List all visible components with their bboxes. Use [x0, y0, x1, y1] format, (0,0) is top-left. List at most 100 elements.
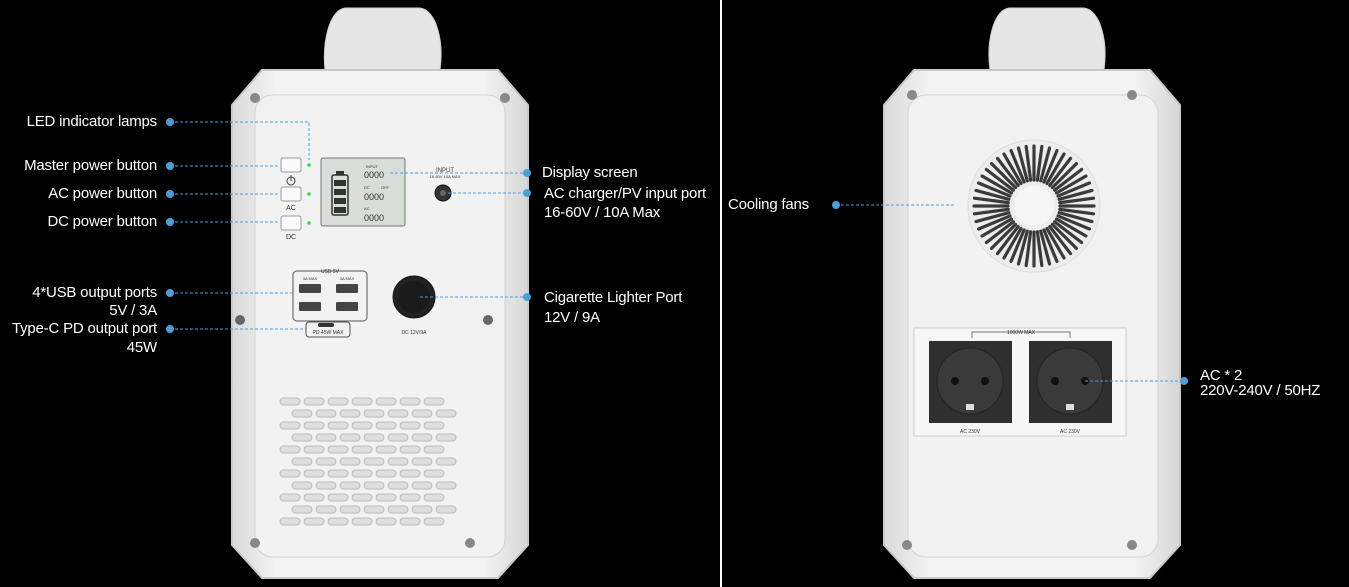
vent-slot [399, 469, 421, 478]
vent-slot [351, 421, 373, 430]
fan-slot [1056, 181, 1092, 198]
fan-slot [1016, 146, 1029, 183]
fan-slot [984, 167, 1015, 192]
vent-slot [291, 409, 313, 418]
vent-slot [435, 409, 457, 418]
vent-slot [315, 457, 337, 466]
lcd-text-input: INPUT [366, 164, 379, 169]
lcd-digits-dc: 0000 [364, 192, 384, 202]
vent-slot [423, 469, 445, 478]
vent-slot [315, 505, 337, 514]
vent-slot [351, 445, 373, 454]
vent-slot [327, 517, 349, 526]
ac-power-button-shape [280, 186, 302, 202]
screw [907, 90, 917, 100]
vent-slot [423, 397, 445, 406]
fan-slot [1057, 211, 1094, 224]
vent-slot [315, 433, 337, 442]
vent-slot [339, 505, 361, 514]
callout-cig-title: Cigarette Lighter Port [544, 289, 683, 306]
fan-slot [1058, 207, 1096, 216]
vent-slot [423, 517, 445, 526]
vent-slot [399, 445, 421, 454]
callout-usb-spec: 5V / 3A [109, 302, 157, 319]
vent-slot [399, 517, 421, 526]
vent-slot [279, 445, 301, 454]
fan-slot [974, 188, 1011, 201]
usb-port [299, 284, 321, 293]
master-power-button-shape [280, 157, 302, 173]
fan-slot [995, 225, 1020, 256]
front-vent-grille [279, 397, 457, 526]
vent-slot [411, 481, 433, 490]
vent-slot [375, 421, 397, 430]
front-view-panel: AC DC USB 5V 3A MAX 3A MAX PD 45W MAX DC… [12, 7, 706, 579]
vent-slot [351, 493, 373, 502]
callout-master-power: Master power button [24, 157, 157, 174]
vent-slot [411, 409, 433, 418]
fan-slot [1045, 226, 1066, 260]
usb-port [336, 284, 358, 293]
lcd-display [320, 157, 406, 227]
back-handle [988, 7, 1106, 71]
vent-slot [435, 433, 457, 442]
callout-ac-power: AC power button [48, 185, 157, 202]
fan-slot [1016, 229, 1029, 266]
screw [1127, 90, 1137, 100]
cooling-fan-slots [972, 144, 1096, 268]
screw [465, 538, 475, 548]
vent-slot [387, 457, 409, 466]
callout-led-indicator: LED indicator lamps [26, 113, 158, 130]
vent-slot [327, 469, 349, 478]
vent-slot [399, 493, 421, 502]
vent-slot [303, 421, 325, 430]
vent-slot [327, 397, 349, 406]
fan-slot [1058, 196, 1096, 205]
screw [235, 315, 245, 325]
fan-slot [1009, 148, 1026, 184]
screw [250, 93, 260, 103]
vent-slot [279, 397, 301, 406]
vent-slot [375, 397, 397, 406]
callout-typec-spec: 45W [126, 339, 157, 356]
device-label-dc-out: DC 12V/9A [401, 330, 427, 336]
back-view-panel: 1000W MAX AC 230V AC 230V Cooling fans A… [722, 0, 1349, 587]
fan-slot [995, 156, 1020, 187]
screw [500, 93, 510, 103]
lcd-digits-input: 0000 [364, 170, 384, 180]
vent-slot [363, 457, 385, 466]
callout-dc-power: DC power button [47, 213, 157, 230]
vent-slot [291, 433, 313, 442]
vent-slot [339, 409, 361, 418]
fan-slot [1056, 214, 1092, 231]
callout-cig-spec: 12V / 9A [544, 309, 600, 326]
lcd-digits-ac: 0000 [364, 213, 384, 223]
device-label-socket-right: AC 230V [1060, 429, 1081, 435]
fan-slot [1042, 148, 1059, 184]
device-label-input: INPUT [436, 168, 454, 174]
lcd-text-ac: AC [364, 206, 370, 211]
device-label-usb-right: 3A MAX [340, 276, 355, 281]
vent-slot [303, 397, 325, 406]
vent-slot [327, 493, 349, 502]
callout-input-title: AC charger/PV input port [544, 185, 706, 202]
vent-slot [279, 517, 301, 526]
vent-slot [339, 481, 361, 490]
vent-slot [375, 445, 397, 454]
vent-slot [363, 409, 385, 418]
vent-slot [351, 397, 373, 406]
vent-slot [387, 481, 409, 490]
vent-slot [291, 505, 313, 514]
vent-slot [435, 505, 457, 514]
vent-slot [279, 421, 301, 430]
device-label-socket-left: AC 230V [960, 429, 981, 435]
vent-slot [411, 505, 433, 514]
vent-slot [339, 457, 361, 466]
fan-slot [976, 181, 1012, 198]
device-label-usb: USB 5V [321, 269, 339, 275]
usb-frame [292, 270, 368, 322]
fan-slot [1048, 156, 1073, 187]
device-label-input-spec: 16-60V 10A MAX [430, 174, 461, 179]
screw [902, 540, 912, 550]
back-device-illustration: 1000W MAX AC 230V AC 230V [832, 7, 1188, 579]
